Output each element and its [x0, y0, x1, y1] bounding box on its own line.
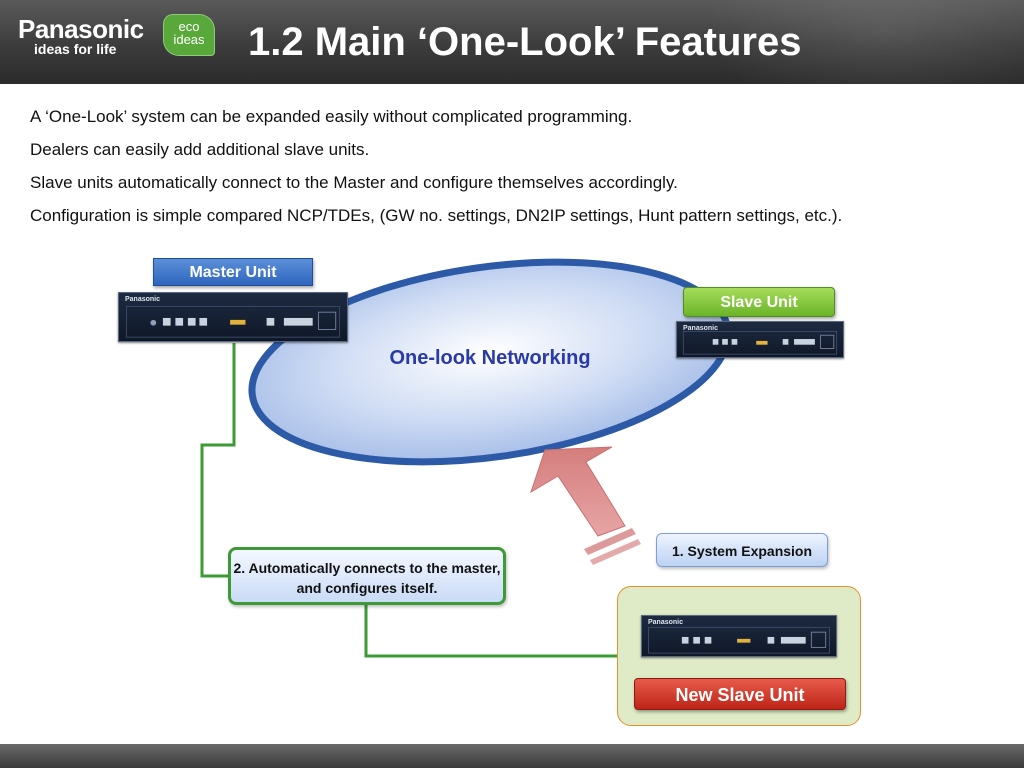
system-expansion-label: 1. System Expansion — [656, 533, 828, 567]
slave-unit-label: Slave Unit — [683, 287, 835, 317]
device-brand: Panasonic — [648, 619, 684, 626]
eco-ideas-logo: eco ideas — [163, 14, 215, 56]
device-ports — [125, 305, 341, 338]
slide-footer — [0, 744, 1024, 768]
eco-badge-line-2: ideas — [173, 32, 205, 47]
eco-badge-line-1: eco — [178, 19, 200, 34]
slide-title: 1.2 Main ‘One-Look’ Features — [248, 20, 802, 64]
expansion-arrow — [530, 446, 641, 565]
master-unit-label: Master Unit — [153, 258, 313, 286]
new-slave-unit-device: Panasonic — [641, 615, 837, 657]
slave-unit-device: Panasonic — [676, 321, 844, 358]
new-slave-connector-line — [364, 605, 617, 658]
network-label: One-look Networking — [389, 347, 591, 369]
panasonic-logo: Panasonic — [18, 14, 144, 44]
logo-tagline: ideas for life — [34, 41, 117, 57]
slide-header: Panasonic ideas for life eco ideas 1.2 M… — [0, 0, 1024, 84]
feature-line: Configuration is simple compared NCP/TDE… — [30, 206, 843, 225]
new-slave-unit-label: New Slave Unit — [634, 678, 846, 710]
feature-line: Dealers can easily add additional slave … — [30, 140, 370, 159]
feature-bullets: A ‘One-Look’ system can be expanded easi… — [30, 100, 1020, 232]
device-brand: Panasonic — [125, 296, 161, 303]
feature-line: A ‘One-Look’ system can be expanded easi… — [30, 107, 633, 126]
device-ports — [682, 330, 838, 355]
master-connector-line — [200, 343, 236, 578]
header-highlight — [704, 0, 1024, 84]
master-unit-device: Panasonic — [118, 292, 348, 342]
feature-line: Slave units automatically connect to the… — [30, 173, 678, 192]
auto-connect-label: 2. Automatically connects to the master,… — [228, 547, 506, 605]
device-ports — [648, 626, 830, 654]
device-brand: Panasonic — [683, 325, 719, 332]
